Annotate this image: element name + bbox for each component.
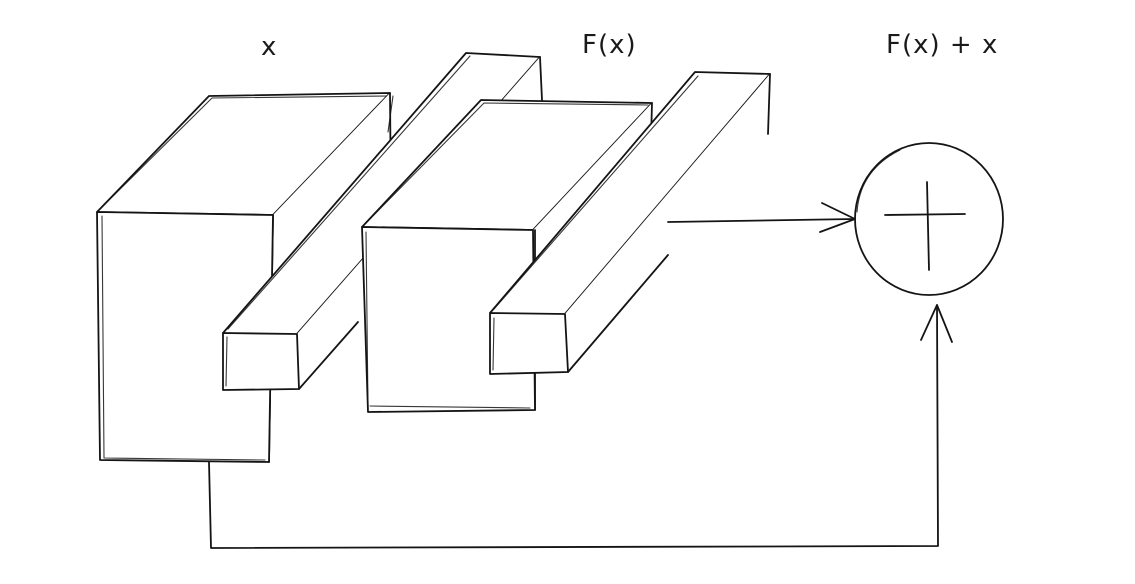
output-label: F(x) + x bbox=[886, 30, 999, 60]
layer-bar-2 bbox=[489, 71, 771, 375]
skip-connection-arrow bbox=[208, 304, 953, 549]
plus-circle-icon bbox=[854, 142, 1004, 296]
input-label: x bbox=[261, 32, 278, 62]
residual-label: F(x) bbox=[582, 30, 637, 60]
